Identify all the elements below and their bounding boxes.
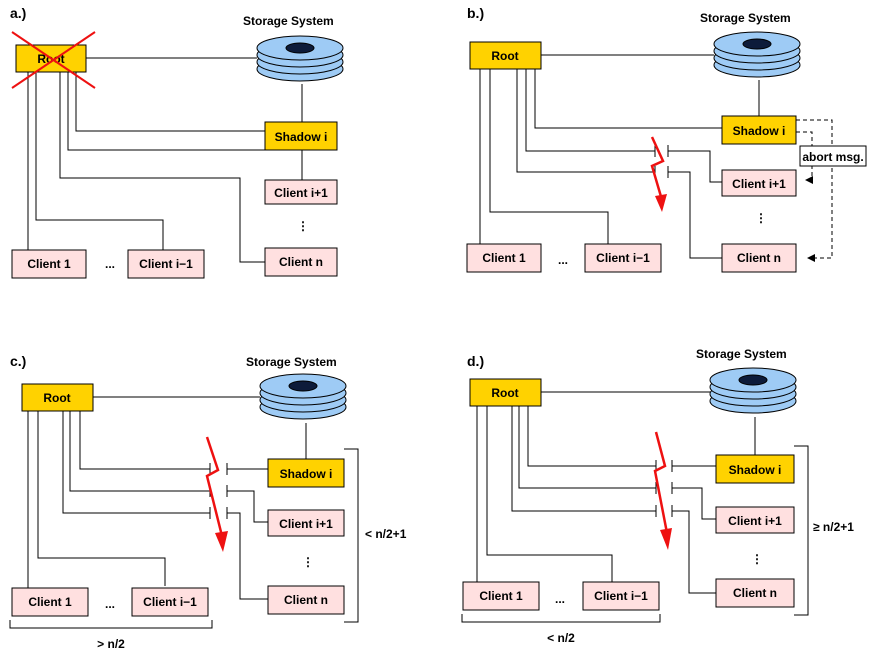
client-node: Client i+1	[267, 509, 345, 537]
client-node: Client i−1	[131, 587, 209, 617]
storage-label: Storage System	[243, 14, 334, 28]
client-label: Client i+1	[279, 517, 333, 531]
client-label: Client i−1	[139, 257, 193, 271]
storage-disk-icon	[256, 35, 344, 82]
link-cut-marks	[209, 463, 228, 519]
client-label: Client n	[733, 586, 777, 600]
client-label: Client n	[737, 251, 781, 265]
client-label: Client 1	[27, 257, 71, 271]
panel-c: c.) Storage System Root	[9, 353, 407, 651]
client-label: Client i−1	[596, 251, 650, 265]
storage-label: Storage System	[700, 11, 791, 25]
right-bracket: ≥ n/2+1	[794, 445, 854, 616]
client-label: Client i+1	[732, 177, 786, 191]
client-node: Client n	[264, 247, 338, 277]
client-node: Client i−1	[127, 249, 205, 279]
bracket-label: > n/2	[97, 637, 125, 651]
shadow-label: Shadow i	[729, 463, 782, 477]
client-label: Client n	[284, 593, 328, 607]
bracket-label: < n/2+1	[365, 527, 407, 541]
horizontal-ellipsis: ...	[555, 592, 565, 606]
horizontal-ellipsis: ...	[105, 257, 115, 271]
panel-b: b.) Storage System abort msg.	[466, 5, 867, 273]
shadow-node: Shadow i	[264, 121, 338, 151]
client-label: Client 1	[482, 251, 526, 265]
vertical-ellipsis: ⋮	[297, 219, 309, 233]
shadow-node: Shadow i	[715, 454, 795, 484]
bracket-label: < n/2	[547, 631, 575, 645]
client-node: Client i+1	[715, 506, 795, 534]
panel-label: c.)	[10, 353, 26, 369]
fault-lightning-icon	[653, 431, 672, 550]
bottom-bracket: < n/2	[461, 614, 661, 645]
panel-a: a.) Storage System Root Shadow i Client …	[10, 5, 344, 279]
client-node: Client i−1	[582, 581, 660, 611]
shadow-label: Shadow i	[733, 124, 786, 138]
client-node: Client n	[715, 578, 795, 608]
client-label: Client i−1	[143, 595, 197, 609]
fault-lightning-icon	[205, 436, 228, 552]
vertical-ellipsis: ⋮	[755, 211, 767, 225]
shadow-label: Shadow i	[280, 467, 333, 481]
client-label: Client i+1	[728, 514, 782, 528]
client-label: Client 1	[28, 595, 72, 609]
abort-message-path: abort msg.	[796, 119, 867, 262]
root-node: Root	[21, 383, 94, 412]
client-label: Client 1	[479, 589, 523, 603]
bottom-bracket: > n/2	[9, 620, 213, 651]
panel-d: d.) Storage System Root	[461, 347, 854, 645]
horizontal-ellipsis: ...	[558, 253, 568, 267]
root-node: Root	[469, 378, 542, 407]
right-bracket: < n/2+1	[344, 448, 407, 623]
client-node: Client 1	[462, 581, 540, 611]
shadow-node: Shadow i	[721, 115, 797, 145]
client-node: Client n	[721, 243, 797, 273]
root-label: Root	[491, 49, 518, 63]
root-label: Root	[491, 386, 518, 400]
shadow-label: Shadow i	[275, 130, 328, 144]
storage-disk-icon	[709, 367, 797, 414]
storage-label: Storage System	[696, 347, 787, 361]
root-label: Root	[43, 391, 70, 405]
client-node: Client 1	[11, 587, 89, 617]
client-label: Client i−1	[594, 589, 648, 603]
storage-disk-icon	[713, 31, 801, 78]
panel-label: b.)	[467, 5, 484, 21]
abort-message-label: abort msg.	[802, 150, 863, 164]
horizontal-ellipsis: ...	[105, 597, 115, 611]
client-node: Client n	[267, 585, 345, 615]
client-node: Client i+1	[264, 179, 338, 205]
client-label: Client i+1	[274, 186, 328, 200]
vertical-ellipsis: ⋮	[751, 552, 763, 566]
client-node: Client i+1	[721, 169, 797, 197]
client-node: Client 1	[466, 243, 542, 273]
root-node: Root	[469, 41, 542, 70]
client-node: Client i−1	[584, 243, 662, 273]
client-node: Client 1	[11, 249, 87, 279]
vertical-ellipsis: ⋮	[302, 555, 314, 569]
fault-lightning-icon	[650, 136, 667, 212]
shadow-node: Shadow i	[267, 458, 345, 488]
client-label: Client n	[279, 255, 323, 269]
storage-label: Storage System	[246, 355, 337, 369]
panel-label: a.)	[10, 5, 26, 21]
storage-disk-icon	[259, 373, 347, 420]
root-failed-cross-icon	[11, 31, 96, 89]
bracket-label: ≥ n/2+1	[813, 520, 854, 534]
panel-label: d.)	[467, 353, 484, 369]
